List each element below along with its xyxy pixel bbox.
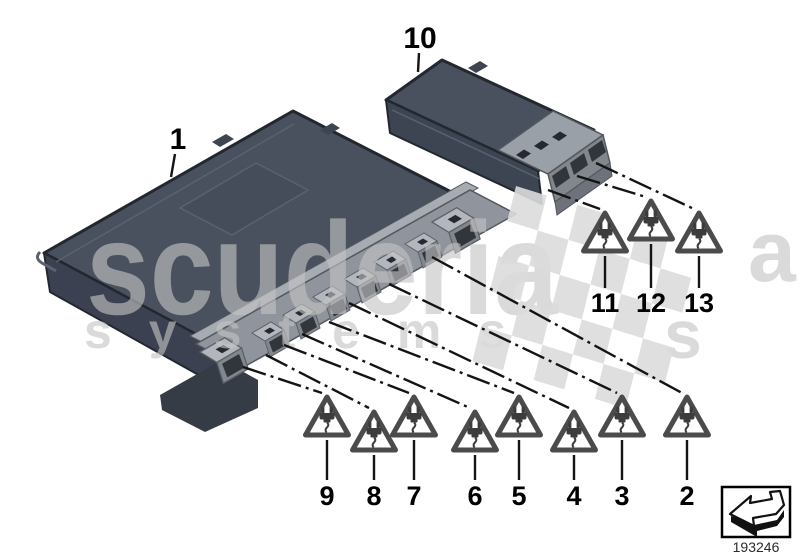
connector-callout-triangle-7[interactable] [393,397,436,435]
footer-logo: 193246 [720,485,792,555]
plug-warning-icon [553,412,596,450]
leader-line-4 [348,301,570,410]
connector-callout-triangle-3[interactable] [601,397,644,435]
back-arrow-icon [728,489,786,537]
connector-callout-triangle-2[interactable] [666,397,709,435]
watermark-brand: scuderia [86,195,559,342]
leader-line-11 [547,188,601,211]
connector-callout-triangle-8[interactable] [353,412,396,450]
plug-warning-icon [666,397,709,435]
connector-callout-triangle-5[interactable] [498,397,541,435]
part-number: 193246 [733,539,780,555]
connector-callout-triangle-4[interactable] [553,412,596,450]
connector-callout-triangle-9[interactable] [306,397,349,435]
callout-label-9[interactable]: 9 [319,481,334,511]
watermark-tile-a: a [748,204,797,300]
plug-warning-icon [498,397,541,435]
callout-label-1[interactable]: 1 [170,123,187,156]
connector-callout-triangle-12[interactable] [630,201,673,239]
callout-label-13[interactable]: 13 [684,288,714,318]
plug-warning-icon [601,397,644,435]
module-10-graphic [384,58,613,216]
plug-warning-icon [393,397,436,435]
module-10-connector-end [496,110,613,216]
leader-line-2 [431,255,683,395]
leader-line-5 [328,320,515,395]
callout-label-4[interactable]: 4 [566,481,581,511]
callout-label-3[interactable]: 3 [614,481,629,511]
connector-callout-triangle-13[interactable] [678,213,721,251]
leader-line-7 [283,343,410,395]
leader-line-3 [388,282,618,395]
callout-label-7[interactable]: 7 [406,481,421,511]
callout-label-8[interactable]: 8 [366,481,381,511]
callout-label-12[interactable]: 12 [636,288,666,318]
callout-label-6[interactable]: 6 [467,481,482,511]
leader-line-9 [242,365,323,395]
leader-line-6 [301,332,471,410]
plug-warning-icon [353,412,396,450]
plug-warning-icon [306,397,349,435]
leader-line-8 [265,353,370,410]
watermark: scuderia systems s a [84,195,797,373]
watermark-word: systems [84,303,543,359]
module-1-graphic [35,109,518,432]
plug-warning-icon [454,412,497,450]
connector-callout-triangle-6[interactable] [454,412,497,450]
plug-warning-icon [678,213,721,251]
plug-warning-icon [630,201,673,239]
callout-label-11[interactable]: 11 [591,288,620,318]
leader-line-13 [595,161,695,211]
checkered-flag-watermark [472,186,692,409]
callout-label-2[interactable]: 2 [679,481,694,511]
leader-line-12 [576,174,647,199]
callout-label-5[interactable]: 5 [511,481,526,511]
callout-stems [169,52,701,480]
leader-lines [242,161,695,410]
callout-label-10[interactable]: 10 [403,22,436,55]
